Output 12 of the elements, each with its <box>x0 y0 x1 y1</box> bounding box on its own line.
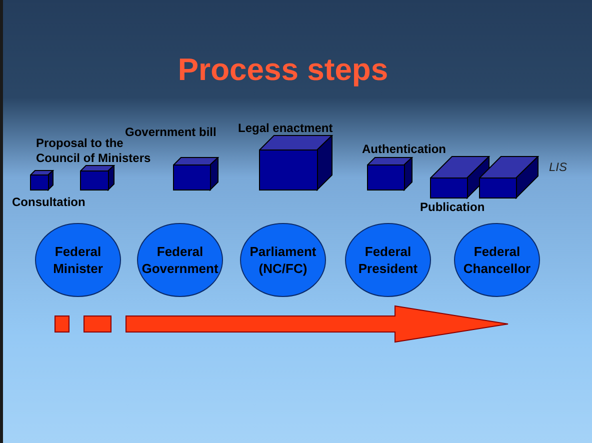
actor-label: Federal President <box>357 243 419 277</box>
actor-label: Parliament (NC/FC) <box>248 243 318 277</box>
actor-label: Federal Chancellor <box>462 243 532 277</box>
title: Process steps <box>178 52 388 87</box>
step-label: Publication <box>420 200 485 215</box>
actor-label: Federal Government <box>140 243 220 277</box>
step-label: Authentication <box>362 142 446 157</box>
step-label: Consultation <box>12 195 86 210</box>
block-arrow <box>126 305 508 343</box>
step-label: Legal enactment <box>238 121 333 136</box>
step-label: LIS <box>549 160 568 175</box>
actor-label: Federal Minister <box>52 243 104 277</box>
